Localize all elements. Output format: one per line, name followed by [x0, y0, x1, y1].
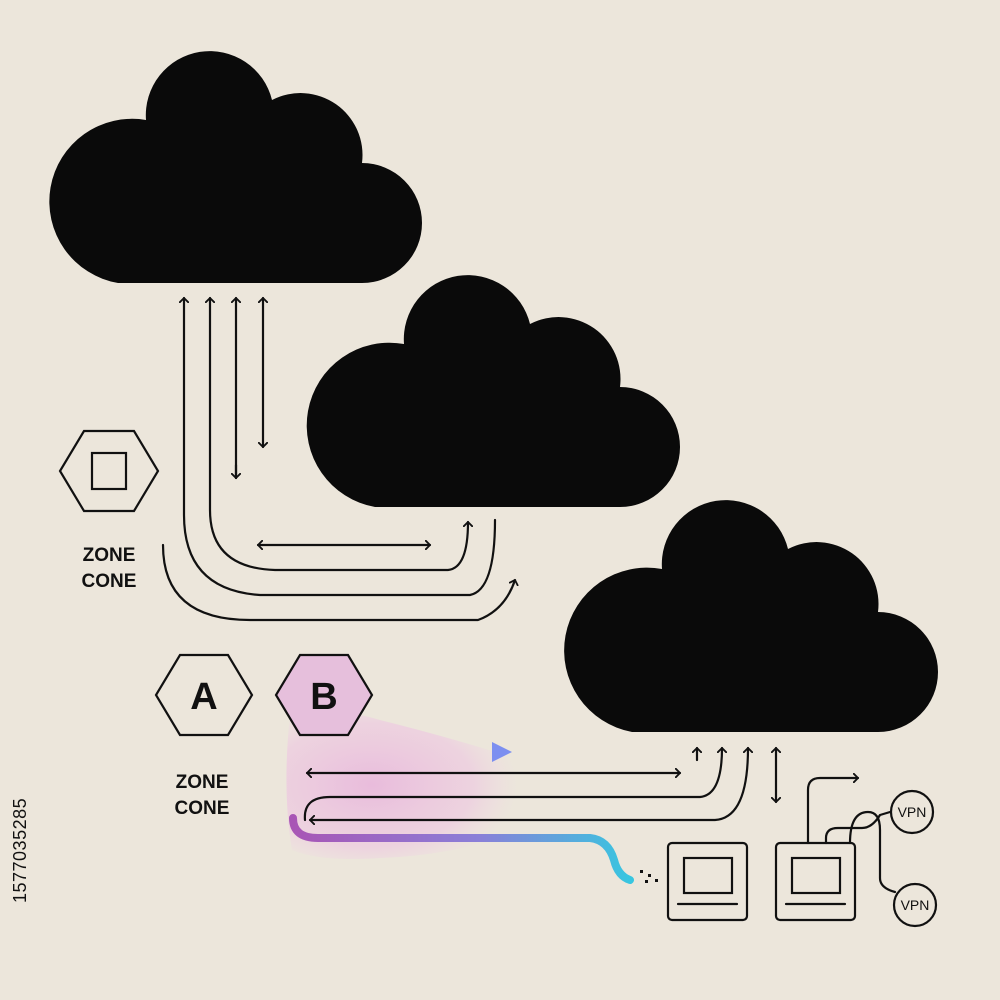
hexagon-a-icon: A: [154, 653, 254, 737]
cone-label-line: CONE: [174, 798, 230, 819]
vpn-icon: VPN: [892, 882, 938, 928]
connector-line: [824, 810, 892, 845]
connector-line: [848, 810, 897, 894]
signal-dots: [640, 870, 658, 883]
vpn-icon: VPN: [889, 789, 935, 835]
gradient-path: [289, 814, 634, 884]
vpn-label: VPN: [901, 897, 930, 913]
vpn-label: VPN: [898, 804, 927, 820]
connector-line: [806, 778, 860, 845]
stock-id-text: 1577035285: [10, 797, 30, 903]
cone-label-line: CONE: [81, 571, 137, 592]
zone-label-line: ZONE: [175, 772, 229, 793]
connector-line: [210, 296, 468, 572]
zone-label-line: ZONE: [82, 545, 136, 566]
connector-line: [308, 746, 748, 820]
hexagon-b-icon: B: [274, 653, 374, 737]
zone-cone-label-top: ZONE CONE: [49, 543, 169, 595]
cloud-icon: [564, 500, 938, 732]
computer-icon: [774, 841, 857, 922]
zone-cone-label-bottom: ZONE CONE: [142, 770, 262, 822]
cloud-icon: [306, 275, 680, 507]
computer-icon: [666, 841, 749, 922]
hex-b-letter: B: [310, 676, 337, 718]
connector-line: [184, 296, 497, 597]
hexagon-square-icon: [58, 429, 160, 513]
hex-a-letter: A: [190, 676, 217, 718]
connector-line: [161, 543, 515, 622]
cloud-icon: [49, 51, 422, 283]
